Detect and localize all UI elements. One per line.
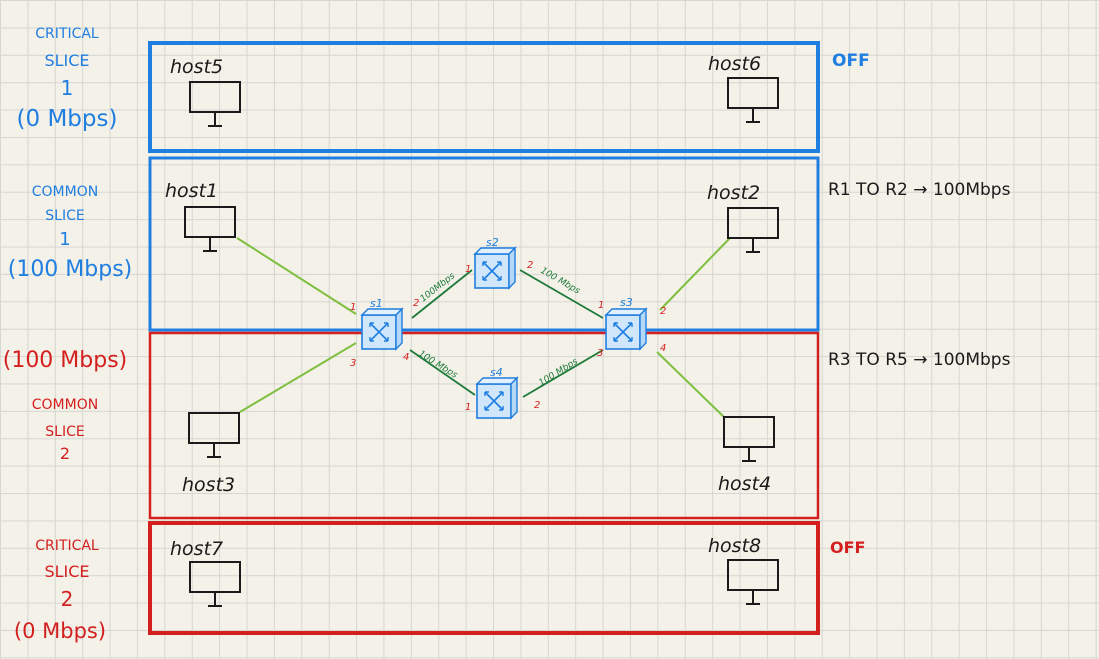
port-s4-2: 2 [534, 400, 540, 411]
common2-rule: R3 TO R5 → 100Mbps [828, 350, 1011, 370]
port-s1-3: 3 [350, 358, 356, 369]
host6-label: host6 [708, 53, 761, 75]
switch-s4[interactable] [476, 377, 518, 419]
common2-line1: COMMON [32, 397, 98, 413]
common-slice-2-box [148, 331, 820, 520]
speed-s1-s4: 100 Mbps [416, 349, 459, 381]
critical1-line2: SLICE [44, 51, 89, 70]
switch-s2-label: s2 [486, 236, 499, 249]
switch-s1-label: s1 [370, 297, 383, 310]
speed-s2-s3: 100 Mbps [539, 266, 582, 297]
link-s1-s2 [411, 269, 473, 319]
critical2-line3: 2 [61, 587, 74, 611]
switch-s2[interactable] [474, 247, 516, 289]
host5-monitor-icon[interactable] [189, 81, 241, 127]
speed-s4-s3: 100 Mbps [537, 357, 580, 389]
link-s4-s3 [522, 349, 604, 398]
common2-line2: SLICE [45, 424, 84, 440]
port-s1-4: 4 [403, 352, 409, 363]
host2-label: host2 [707, 182, 760, 204]
speed-s1-s2: 100Mbps [419, 271, 458, 304]
host7-label: host7 [170, 538, 223, 560]
critical1-line1: CRITICAL [35, 26, 99, 42]
critical-slice-2-box [148, 521, 820, 635]
common2-line3: 2 [60, 444, 70, 463]
link-host3-s1 [239, 342, 357, 413]
critical1-status: OFF [832, 51, 870, 71]
switch-s3[interactable] [605, 308, 647, 350]
common1-line1: COMMON [32, 184, 98, 200]
common1-line3: 1 [59, 229, 70, 250]
host3-monitor-icon[interactable] [188, 412, 240, 458]
host8-monitor-icon[interactable] [727, 559, 779, 605]
switch-s4-label: s4 [490, 366, 503, 379]
port-s2-2: 2 [527, 260, 533, 271]
port-s1-2: 2 [413, 298, 419, 309]
host2-monitor-icon[interactable] [727, 207, 779, 253]
critical2-line4: (0 Mbps) [14, 619, 106, 643]
link-host1-s1 [236, 237, 357, 315]
host1-label: host1 [165, 180, 218, 202]
port-s3-1: 1 [598, 300, 604, 311]
critical2-status: OFF [830, 538, 865, 557]
common-slice-1-box [148, 156, 820, 332]
common1-line4: (100 Mbps) [8, 257, 133, 282]
common1-rule: R1 TO R2 → 100Mbps [828, 180, 1011, 200]
host4-label: host4 [718, 473, 771, 495]
port-s4-1: 1 [465, 402, 471, 413]
port-s3-4: 4 [660, 343, 666, 354]
host4-monitor-icon[interactable] [723, 416, 775, 462]
critical1-line3: 1 [61, 76, 74, 100]
port-s3-3: 3 [597, 348, 603, 359]
host1-monitor-icon[interactable] [184, 206, 236, 252]
host7-monitor-icon[interactable] [189, 561, 241, 607]
critical-slice-1-box [148, 41, 820, 153]
port-s1-1: 1 [350, 302, 356, 313]
host8-label: host8 [708, 535, 761, 557]
switch-s1[interactable] [361, 308, 403, 350]
switch-s3-label: s3 [620, 296, 633, 309]
link-s1-s4 [409, 349, 476, 396]
host3-label: host3 [182, 474, 235, 496]
critical2-line1: CRITICAL [35, 538, 99, 554]
critical2-line2: SLICE [44, 562, 89, 581]
common1-line2: SLICE [45, 208, 84, 224]
common2-line0: (100 Mbps) [3, 348, 128, 373]
host5-label: host5 [170, 56, 223, 78]
port-s2-1: 1 [465, 264, 471, 275]
critical1-line4: (0 Mbps) [17, 106, 118, 132]
link-host2-s3 [659, 237, 731, 311]
link-host4-s3 [656, 351, 726, 419]
port-s3-2: 2 [660, 306, 666, 317]
link-s2-s3 [519, 269, 604, 319]
host6-monitor-icon[interactable] [727, 77, 779, 123]
